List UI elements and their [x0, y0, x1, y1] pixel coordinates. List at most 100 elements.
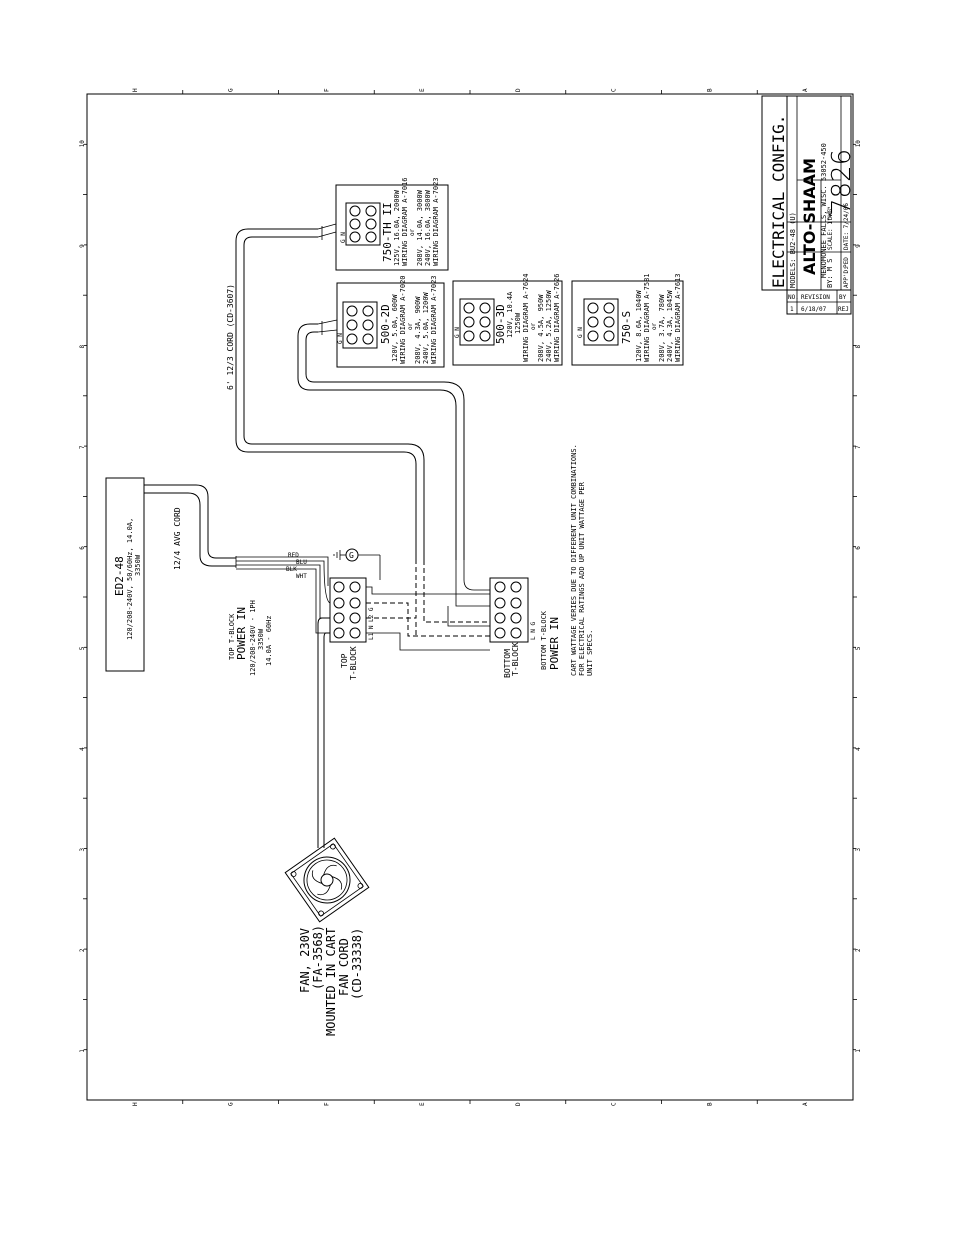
module-spec: WIRING DIAGRAM A-7023 — [430, 275, 438, 364]
grid-row-label: A — [802, 88, 809, 92]
wire-label-white: WHT — [296, 573, 307, 580]
module-spec: 240V, 5.2A, 1250W — [545, 290, 553, 362]
grid-row-label: A — [802, 1102, 809, 1106]
ed2-spec: 120/208-240V, 50/60Hz, 14.0A, — [126, 518, 134, 640]
module-name: 500-2D — [379, 304, 392, 344]
top-label: TOP — [340, 653, 349, 668]
grid-row-label: C — [611, 88, 618, 92]
svg-text:CART WATTAGE VERIES DUE TO DIF: CART WATTAGE VERIES DUE TO DIFFERENT UNI… — [570, 444, 578, 676]
drawn-by: BY: M S — [826, 258, 834, 288]
avg-cord-label: 12/4 AVG CORD — [173, 507, 182, 570]
ed2-48-element: ED2-48 120/208-240V, 50/60Hz, 14.0A, 335… — [105, 477, 145, 672]
revision-no: 1 — [790, 306, 794, 313]
top-power-in: POWER IN — [235, 607, 248, 660]
bottom-tblock-label: T-BLOCK — [511, 642, 520, 676]
fan — [284, 837, 370, 923]
svg-text:(CD-33338): (CD-33338) — [350, 928, 364, 1000]
grid-col-label: 3 — [855, 848, 862, 852]
top-spec3: 14.0A - 60Hz — [265, 615, 273, 666]
cord-500-2d — [297, 319, 465, 560]
grid-col-label: 8 — [855, 345, 862, 349]
grid-col-label: 9 — [855, 244, 862, 248]
module-spec: 208V, 3.7A, 780W — [658, 294, 666, 362]
title-block: ELECTRICAL CONFIG. MODELS: BU2-48 (U) AL… — [761, 95, 857, 315]
module-gn-label: G N — [340, 232, 347, 243]
module-500-3d: G N 500-3D 120V, 10.4A 1250W WIRING DIAG… — [452, 273, 563, 366]
module-spec: 120V, 10.4A — [506, 291, 514, 338]
module-500-2d: G N 500-2D 120V, 5.0A, 600W WIRING DIAGR… — [336, 275, 445, 368]
svg-text:G: G — [349, 551, 354, 560]
grid-row-label: F — [323, 1102, 330, 1106]
company-logo: ALTO-SHAAM — [800, 158, 819, 275]
revision-by-header: BY — [839, 294, 847, 301]
drawing-title: ELECTRICAL CONFIG. — [769, 115, 788, 288]
svg-text:FOR ELECTRICAL RATINGS ADD UP: FOR ELECTRICAL RATINGS ADD UP UNIT WATTA… — [578, 481, 586, 676]
grid-col-label: 4 — [79, 747, 86, 751]
grid-col-label: 4 — [855, 747, 862, 751]
bottom-block-label: BOTTOM T-BLOCK — [540, 610, 548, 670]
cord-label: 6' 12/3 CORD (CD-3607) — [226, 284, 235, 390]
module-gn-label: G N — [337, 333, 344, 344]
ground-symbol: G — [333, 548, 381, 580]
grid-row-label: H — [132, 88, 139, 92]
wire-label-black: BLK — [286, 566, 297, 573]
fan-cord — [317, 617, 330, 848]
module-spec: WIRING DIAGRAM A-7624 — [522, 273, 530, 362]
module-spec: or — [407, 322, 414, 330]
drawing-number: 7826 — [827, 149, 857, 215]
grid-col-label: 6 — [79, 546, 86, 550]
revision-by: REJ — [838, 306, 849, 313]
cord-750-th-ii — [235, 223, 425, 560]
module-spec: or — [651, 322, 658, 330]
grid-col-label: 2 — [79, 948, 86, 952]
module-name: 750-S — [620, 311, 633, 344]
revision-header: REVISION — [801, 294, 830, 301]
grid-col-label: 7 — [855, 445, 862, 449]
grid-col-label: 1 — [79, 1049, 86, 1053]
module-gn-label: G N — [454, 327, 461, 338]
module-750-s: G N 750-S 120V, 8.6A, 1040W WIRING DIAGR… — [571, 273, 684, 366]
module-spec: WIRING DIAGRAM A-7626 — [553, 273, 561, 362]
scale-label: SCALE: 1"=1" — [827, 207, 834, 250]
module-spec: 240V, 4.3A, 1045W — [666, 290, 674, 362]
drawing-date: DATE: 7/24/06 — [843, 203, 850, 250]
module-spec: 208V, 4.5A, 950W — [537, 294, 545, 362]
module-spec: WIRING DIAGRAM A-7023 — [432, 177, 440, 266]
grid-col-label: 8 — [79, 345, 86, 349]
ed2-name: ED2-48 — [113, 556, 126, 596]
grid-col-label: 5 — [855, 646, 862, 650]
top-spec1: 120/208-240V - 1PH — [249, 600, 257, 676]
fan-label: FAN, 230V (FA-3568) MOUNTED IN CART FAN … — [298, 925, 364, 1036]
grid-row-label: D — [515, 88, 522, 92]
module-spec: 120V, 5.0A, 600W — [391, 294, 399, 362]
cord-ed2: RED BLU BLK WHT — [144, 484, 331, 634]
svg-text:FAN CORD: FAN CORD — [337, 938, 351, 996]
module-spec: WIRING DIAGRAM A-7613 — [674, 273, 682, 362]
module-spec: 120V, 8.6A, 1040W — [635, 290, 643, 362]
module-name: 500-3D — [494, 304, 507, 344]
grid-col-label: 10 — [79, 140, 86, 148]
module-spec: WIRING DIAGRAM A-7016 — [401, 177, 409, 266]
models-label: MODELS: BU2-48 (U) — [789, 212, 797, 288]
wattage-note: CART WATTAGE VERIES DUE TO DIFFERENT UNI… — [570, 444, 594, 676]
ed2-watts: 3350W — [134, 554, 142, 576]
top-spec2: 3350W — [257, 628, 265, 650]
grid-row-label: B — [706, 88, 713, 92]
approved-by: PED — [843, 257, 850, 268]
drawing-border — [86, 93, 854, 1101]
grid-col-label: 2 — [855, 948, 862, 952]
svg-text:UNIT SPECS.: UNIT SPECS. — [586, 630, 594, 676]
module-spec: 125V, 16.0A, 2000W — [393, 189, 401, 266]
grid-col-label: 9 — [79, 244, 86, 248]
grid-row-label: F — [323, 88, 330, 92]
module-spec: or — [530, 322, 537, 330]
grid-col-label: 10 — [855, 140, 862, 148]
grid-col-label: 7 — [79, 445, 86, 449]
grid-row-label: H — [132, 1102, 139, 1106]
approved-label: APP'D: — [843, 266, 850, 288]
module-gn-label: G N — [577, 327, 584, 338]
